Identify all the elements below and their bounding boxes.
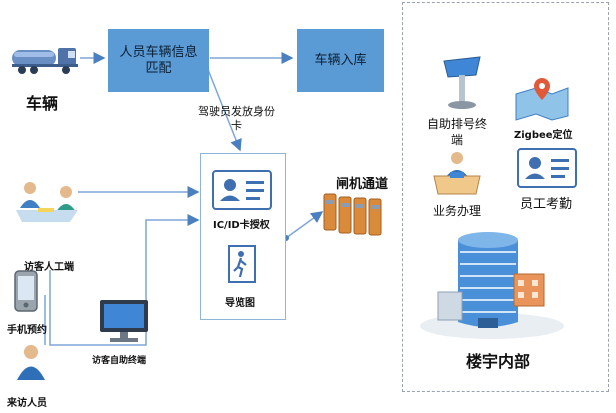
employee-card-icon — [517, 148, 577, 188]
visitor-label: 来访人员 — [7, 398, 47, 409]
arrow-visitor-to-auth — [49, 214, 200, 346]
reception-desk-icon — [16, 182, 78, 222]
visitor-manual-label: 访客人工端 — [24, 262, 74, 273]
map-location-icon — [515, 78, 569, 121]
driver-card-note: 驾驶员发放身份 卡 — [198, 105, 275, 132]
arrow-match-to-auth — [204, 61, 242, 152]
service-counter-icon — [433, 152, 481, 195]
zigbee-label: Zigbee定位 — [514, 130, 573, 141]
kiosk-label: 自助排号终 端 — [427, 117, 488, 147]
ic-card-label: IC/ID卡授权 — [213, 220, 270, 231]
gate-channel-label: 闸机通道 — [336, 177, 389, 192]
phone-booking-label: 手机预约 — [7, 325, 47, 336]
building-interior-zone — [402, 2, 609, 392]
attendance-label: 员工考勤 — [520, 197, 573, 212]
kiosk-terminal-icon — [443, 56, 481, 109]
office-building-icon — [420, 232, 564, 339]
vehicle-entry-box: 车辆入库 — [297, 29, 384, 92]
mobile-phone-icon — [14, 270, 38, 312]
self-terminal-label: 访客自助终端 — [92, 356, 147, 366]
visitor-person-icon — [17, 345, 45, 380]
turnstile-gate-icon — [323, 193, 382, 236]
business-label: 业务办理 — [433, 204, 482, 218]
guide-map-label: 导览图 — [225, 298, 255, 309]
arrow-auth-to-gate — [285, 211, 324, 239]
vehicle-label: 车辆 — [26, 94, 59, 113]
id-card-icon — [212, 170, 272, 210]
exit-door-icon — [228, 245, 256, 283]
match-box: 人员车辆信息 匹配 — [108, 29, 209, 92]
truck-icon — [12, 48, 78, 74]
building-interior-label: 楼宇内部 — [466, 352, 531, 371]
self-service-terminal-icon — [100, 300, 148, 342]
